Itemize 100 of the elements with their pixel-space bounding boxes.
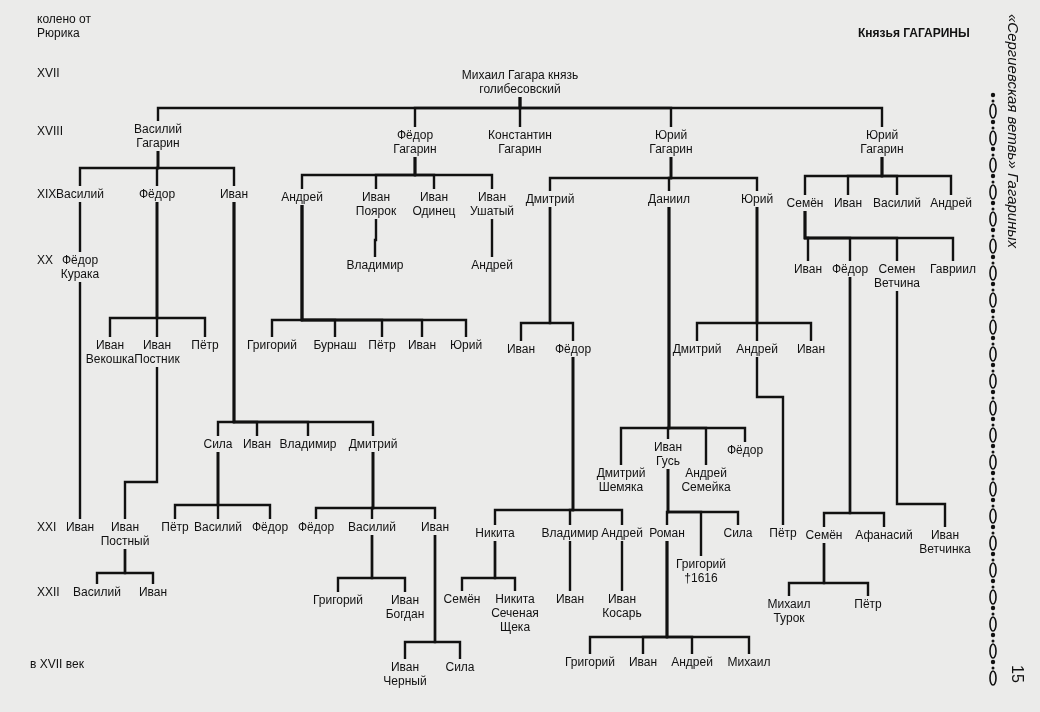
person-name: Дмитрий (525, 192, 575, 206)
person-name: Иван (506, 342, 536, 356)
person-name: Сила (723, 526, 753, 540)
generation-numeral: XVII (37, 66, 60, 80)
tree-connector (571, 357, 624, 525)
person-name: Фёдор (297, 520, 335, 534)
person-name: Иван (242, 437, 272, 451)
person-name: Константин Гагарин (488, 128, 552, 156)
person-name: Иван Постный (100, 520, 150, 548)
person-name: Иван (833, 196, 863, 210)
tree-connector (232, 202, 375, 436)
tree-connector (548, 207, 575, 341)
person-name: Фёдор Гагарин (393, 128, 437, 156)
person-name: Пётр (368, 338, 396, 352)
tree-connector (123, 549, 155, 584)
person-name: Андрей (281, 190, 323, 204)
person-name: Пётр (191, 338, 219, 352)
person-name: Андрей (471, 258, 513, 272)
tree-connector (665, 541, 751, 654)
tree-connector (156, 151, 236, 186)
person-name: Семён (805, 528, 843, 542)
person-name: Афанасий (855, 528, 913, 542)
person-name: Андрей (671, 655, 713, 669)
tree-connector (433, 535, 462, 659)
person-name: Семён (786, 196, 824, 210)
tree-connector (880, 157, 953, 195)
person-name: Семен Ветчина (874, 262, 920, 290)
person-name: Никита Сеченая Щека (491, 592, 539, 634)
tree-connector (490, 219, 494, 257)
generation-numeral: XVIII (37, 124, 63, 138)
person-name: Иван Богдан (385, 593, 425, 621)
person-name: Андрей (930, 196, 972, 210)
person-name: Иван (628, 655, 658, 669)
tree-connector (370, 535, 407, 592)
person-name: Андрей Семейка (681, 466, 731, 494)
person-name: Сила (445, 660, 475, 674)
person-name: Иван Векошка (85, 338, 135, 366)
tree-connector (300, 205, 468, 337)
person-name: Михаил (727, 655, 771, 669)
person-name: Гавриил (930, 262, 976, 276)
tree-connector (755, 207, 813, 341)
tree-connector (666, 469, 740, 525)
person-name: Фёдор (554, 342, 592, 356)
person-name: Василий (873, 196, 921, 210)
vertical-heading: «Сергиевская ветвь» Гагариных (1004, 14, 1022, 248)
person-name: Дмитрий (672, 342, 722, 356)
person-name: Иван Черный (383, 660, 427, 688)
tree-connector (413, 157, 494, 189)
person-name: Василий (348, 520, 396, 534)
tree-connector (803, 211, 955, 261)
generation-numeral: XXII (37, 585, 60, 599)
title: Князья ГАГАРИНЫ (858, 26, 970, 40)
person-name: Иван Поярок (355, 190, 397, 218)
person-name: Фёдор (138, 187, 176, 201)
person-name: Иван (219, 187, 249, 201)
tree-connector (78, 202, 82, 252)
person-name: Иван (796, 342, 826, 356)
axis-caption: колено от Рюрика (37, 12, 92, 40)
person-name: Владимир (346, 258, 404, 272)
tree-connector (620, 541, 624, 591)
person-name: Василий Гагарин (134, 122, 182, 150)
person-name: Роман (649, 526, 685, 540)
person-name: Фёдор Курака (60, 253, 100, 281)
person-name: Григорий (312, 593, 364, 607)
tree-connector (78, 282, 82, 519)
tree-connector (518, 97, 884, 127)
generation-numeral: XIX (37, 187, 57, 201)
person-name: Дмитрий Шемяка (596, 466, 646, 494)
person-name: Никита (475, 526, 515, 540)
tree-connector (123, 367, 159, 519)
person-name: Владимир (541, 526, 599, 540)
person-name: Семён (443, 592, 481, 606)
person-name: Юрий Гагарин (860, 128, 904, 156)
person-name: Иван Косарь (602, 592, 642, 620)
person-name: Юрий (740, 192, 774, 206)
generation-numeral: XXI (37, 520, 57, 534)
generation-numeral: XX (37, 253, 53, 267)
tree-connector (373, 219, 378, 257)
person-name: Даниил (648, 192, 690, 206)
person-name: Андрей (601, 526, 643, 540)
person-name: Владимир (279, 437, 337, 451)
person-name: Василий (56, 187, 104, 201)
person-name: Пётр (769, 526, 797, 540)
person-name: Иван Одинец (412, 190, 456, 218)
person-name: Михаил Гагара князь голибесовский (440, 68, 600, 96)
person-name: Бурнаш (313, 338, 357, 352)
person-name: Иван Постник (134, 338, 180, 366)
person-name: Фёдор (251, 520, 289, 534)
person-name: Дмитрий (348, 437, 398, 451)
axis-caption: в XVII век (30, 657, 84, 671)
person-name: Василий (194, 520, 242, 534)
person-name: Фёдор (726, 443, 764, 457)
person-name: Фёдор (831, 262, 869, 276)
person-name: Василий (73, 585, 121, 599)
person-name: Андрей (736, 342, 778, 356)
person-name: Пётр (854, 597, 882, 611)
person-name: Юрий Гагарин (649, 128, 693, 156)
person-name: Иван (555, 592, 585, 606)
page-number: 15 (1008, 665, 1026, 683)
person-name: Григорий (246, 338, 298, 352)
